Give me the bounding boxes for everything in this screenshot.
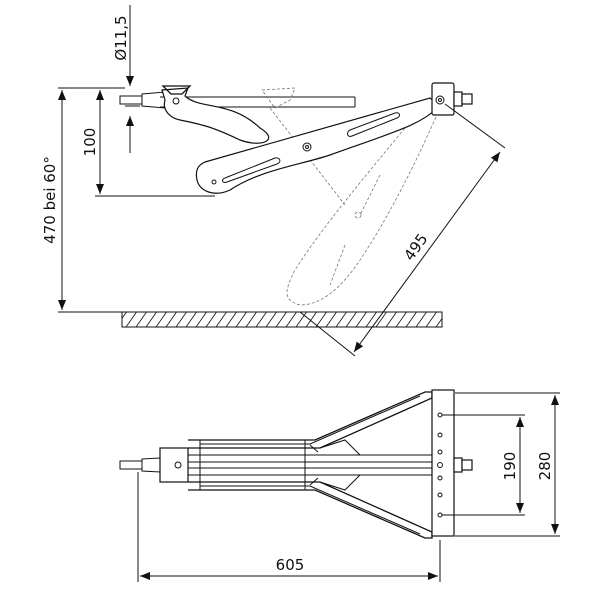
side-view: 470 bei 60° 100 Ø11,5 495 [41, 5, 506, 357]
top-frame [188, 391, 440, 539]
dim-plate-width-label: 280 [536, 452, 554, 481]
jack-head [431, 82, 473, 116]
dim-rod-diameter-label: Ø11,5 [112, 15, 130, 60]
dimension-rod-diameter: Ø11,5 [112, 5, 140, 153]
front-plate [431, 389, 473, 537]
crank-rod [119, 91, 356, 109]
dim-total-length-label: 605 [276, 556, 305, 574]
dimension-total-length: 605 [137, 472, 441, 582]
dim-height-label: 470 bei 60° [41, 156, 59, 244]
dim-inner-holes-label: 190 [501, 452, 519, 481]
top-rod [119, 447, 189, 483]
dimension-inner-holes: 190 [442, 414, 525, 516]
top-view: 190 280 605 [119, 389, 560, 582]
dim-arm-length-label: 495 [400, 230, 431, 264]
rod-bracket [161, 87, 270, 144]
dimension-plate-width: 280 [455, 392, 560, 537]
main-arm [195, 97, 441, 194]
dim-drop-label: 100 [81, 128, 99, 157]
dimension-height: 470 bei 60° [41, 87, 125, 313]
dimension-drop: 100 [81, 90, 215, 197]
ground-hatch [121, 311, 443, 328]
